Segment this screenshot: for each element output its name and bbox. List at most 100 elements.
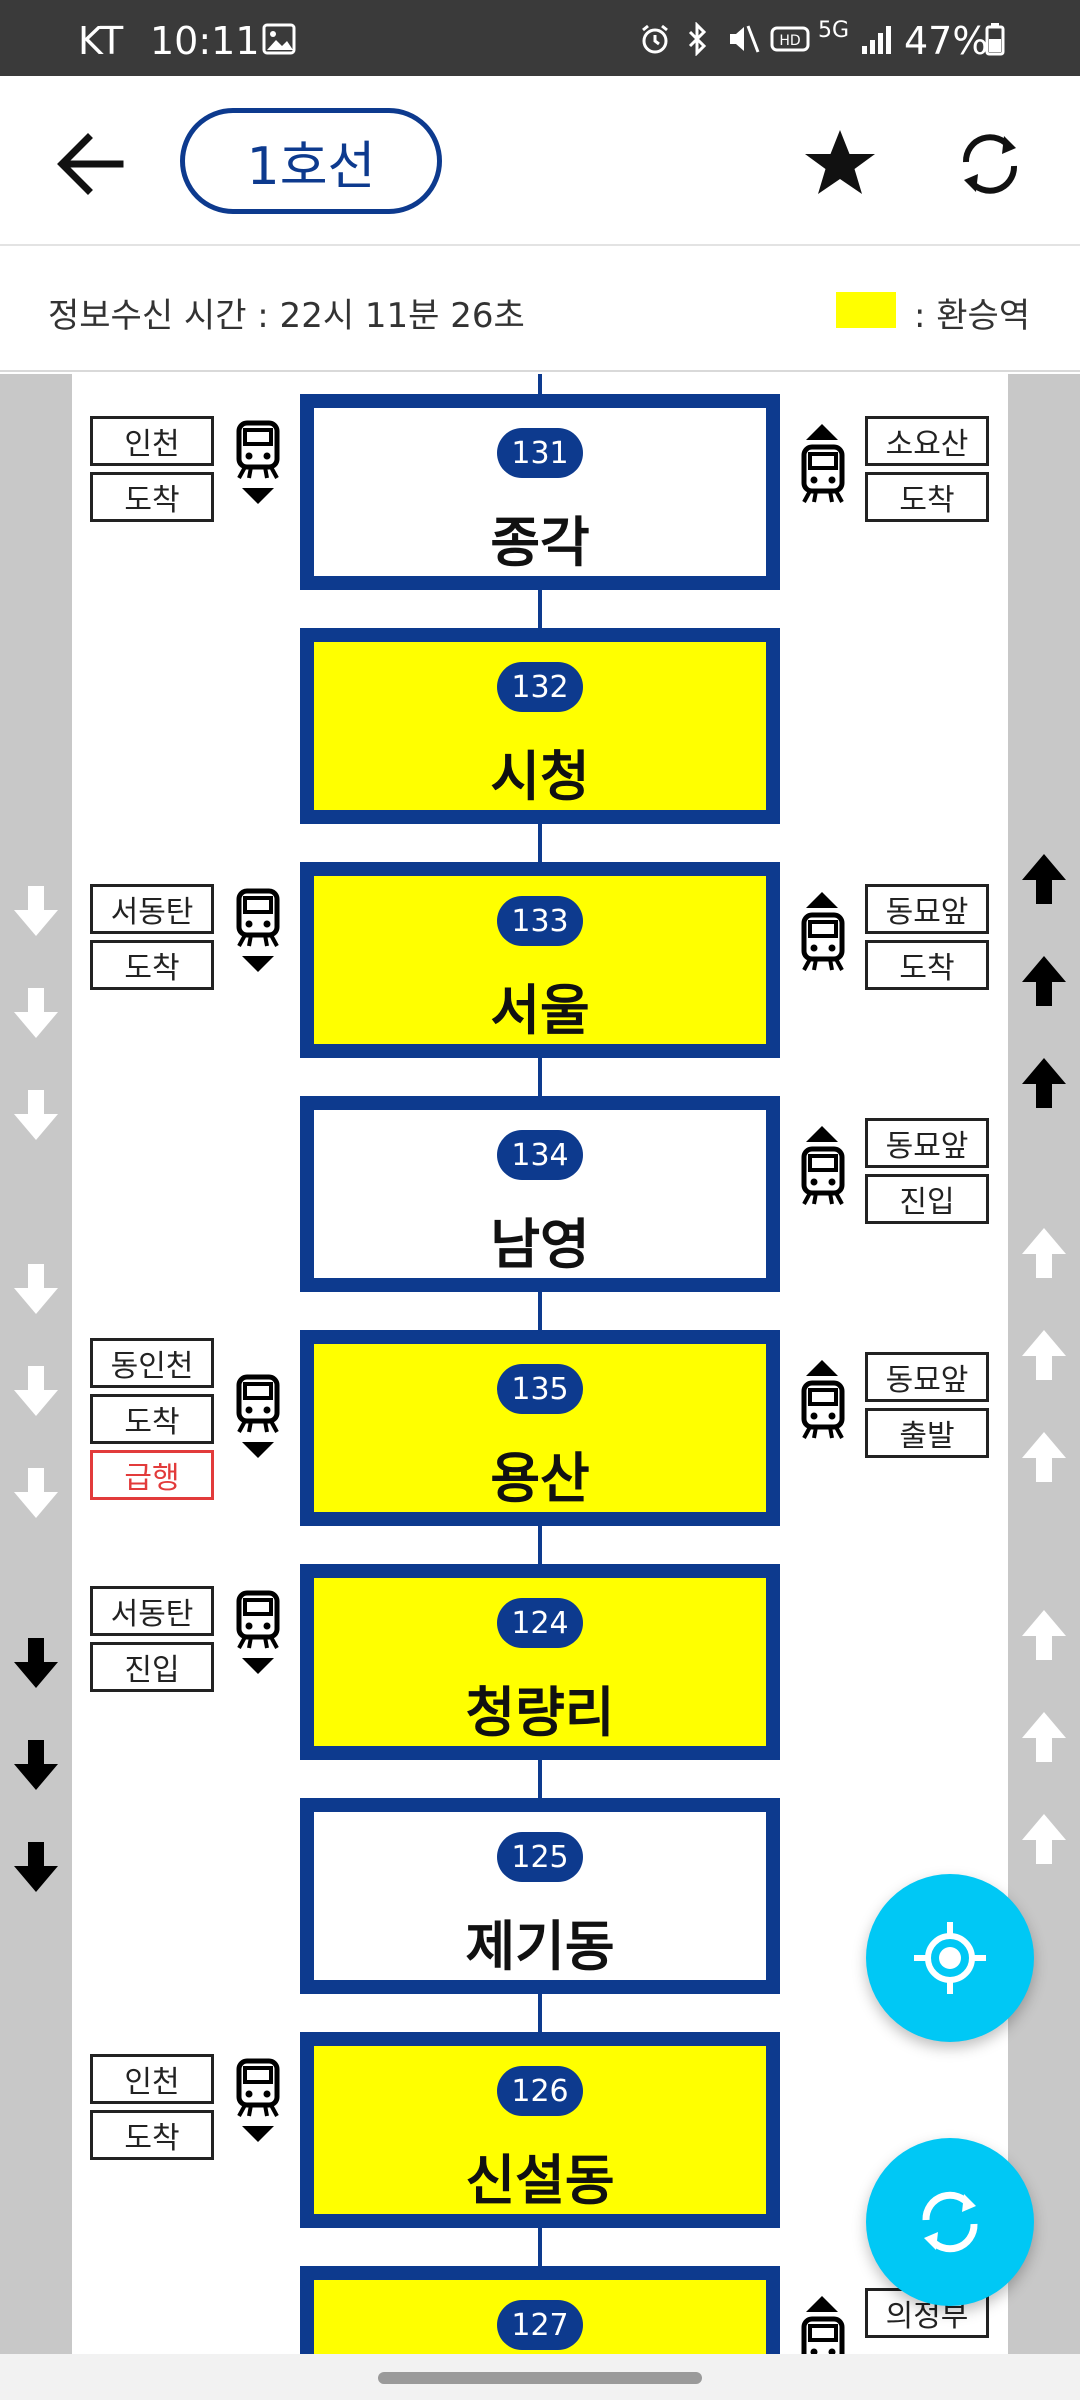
line-selector-button[interactable]: 1호선 (180, 108, 442, 214)
battery-percent: 47% (904, 19, 989, 63)
down-arrow-icon (14, 988, 58, 1038)
signal-icon (862, 26, 891, 54)
refresh-icon[interactable] (950, 124, 1030, 204)
bluetooth-icon (688, 22, 707, 56)
train-icon (801, 2316, 845, 2354)
train-icon (236, 2058, 280, 2117)
station-number-badge: 134 (497, 1130, 583, 1180)
up-direction-triangle (806, 892, 838, 908)
up-arrow-icon (1022, 1712, 1066, 1762)
carrier-label: KT (78, 19, 124, 63)
train-status-tag[interactable]: 도착 (90, 2110, 214, 2160)
down-arrow-icon (14, 1740, 58, 1790)
station-name: 남영 (490, 1213, 590, 1276)
transfer-legend-label: : 환승역 (914, 296, 1031, 336)
up-arrow-icon (1022, 1814, 1066, 1864)
battery-icon (985, 23, 1005, 56)
station-name: 종각 (490, 511, 590, 574)
station-name: 서울 (490, 979, 590, 1042)
down-track (0, 374, 72, 2354)
info-bar: 정보수신 시간 : 22시 11분 26초 : 환승역 (0, 248, 1080, 372)
gallery-icon (262, 23, 296, 55)
station-name: 시청 (490, 745, 590, 808)
down-direction-triangle (242, 2126, 274, 2142)
station-134[interactable]: 134 남영 (300, 1096, 780, 1292)
train-destination-tag[interactable]: 동묘앞 (865, 1118, 989, 1168)
station-135[interactable]: 135 용산 (300, 1330, 780, 1526)
up-arrow-icon (1022, 1228, 1066, 1278)
star-icon[interactable] (800, 124, 880, 204)
system-nav-bar (0, 2354, 1080, 2400)
received-time: 정보수신 시간 : 22시 11분 26초 (48, 296, 525, 336)
station-number-badge: 133 (497, 896, 583, 946)
train-status-tag[interactable]: 도착 (90, 940, 214, 990)
down-arrow-icon (14, 1366, 58, 1416)
train-status-tag[interactable]: 진입 (865, 1174, 989, 1224)
train-destination-tag[interactable]: 인천 (90, 2054, 214, 2104)
train-icon (801, 1146, 845, 1205)
down-arrow-icon (14, 1090, 58, 1140)
station-133[interactable]: 133 서울 (300, 862, 780, 1058)
train-icon (236, 888, 280, 947)
train-icon (801, 912, 845, 971)
station-name: 용산 (490, 1447, 590, 1510)
up-direction-triangle (806, 2296, 838, 2312)
train-destination-tag[interactable]: 동묘앞 (865, 884, 989, 934)
hd-icon: HD (770, 26, 810, 52)
train-destination-tag[interactable]: 소요산 (865, 416, 989, 466)
train-status-tag[interactable]: 진입 (90, 1642, 214, 1692)
refresh-icon (922, 2191, 978, 2253)
station-132[interactable]: 132 시청 (300, 628, 780, 824)
station-number-badge: 124 (497, 1598, 583, 1648)
train-destination-tag[interactable]: 서동탄 (90, 1586, 214, 1636)
status-bar: KT 10:11 HD 5G 47% (0, 0, 1080, 76)
down-direction-triangle (242, 488, 274, 504)
home-handle[interactable] (378, 2372, 702, 2384)
down-direction-triangle (242, 1442, 274, 1458)
station-number-badge: 131 (497, 428, 583, 478)
station-name: 신설동 (465, 2149, 615, 2212)
alarm-icon (642, 24, 668, 54)
up-arrow-icon (1022, 956, 1066, 1006)
station-number-badge: 125 (497, 1832, 583, 1882)
up-arrow-icon (1022, 1432, 1066, 1482)
svg-text:HD: HD (779, 33, 800, 49)
down-arrow-icon (14, 1638, 58, 1688)
station-number-badge: 135 (497, 1364, 583, 1414)
up-direction-triangle (806, 1126, 838, 1142)
mute-icon (730, 25, 760, 53)
train-status-tag[interactable]: 도착 (865, 472, 989, 522)
up-arrow-icon (1022, 1330, 1066, 1380)
up-direction-triangle (806, 1360, 838, 1376)
train-destination-tag[interactable]: 동인천 (90, 1338, 214, 1388)
station-127[interactable]: 127 (300, 2266, 780, 2354)
train-destination-tag[interactable]: 동묘앞 (865, 1352, 989, 1402)
locate-button[interactable] (866, 1874, 1034, 2042)
train-destination-tag[interactable]: 서동탄 (90, 884, 214, 934)
train-destination-tag[interactable]: 인천 (90, 416, 214, 466)
express-tag[interactable]: 급행 (90, 1450, 214, 1500)
station-131[interactable]: 131 종각 (300, 394, 780, 590)
back-arrow-icon[interactable] (50, 124, 130, 204)
app-header: 1호선 (0, 76, 1080, 246)
train-icon (236, 420, 280, 479)
train-status-tag[interactable]: 도착 (865, 940, 989, 990)
train-icon (236, 1374, 280, 1433)
train-icon (801, 444, 845, 503)
train-icon (236, 1590, 280, 1649)
up-arrow-icon (1022, 1058, 1066, 1108)
refresh-fab[interactable] (866, 2138, 1034, 2306)
station-number-badge: 127 (497, 2300, 583, 2350)
station-name: 청량리 (465, 1681, 615, 1744)
train-status-tag[interactable]: 도착 (90, 472, 214, 522)
train-icon (801, 1380, 845, 1439)
train-status-tag[interactable]: 도착 (90, 1394, 214, 1444)
station-number-badge: 132 (497, 662, 583, 712)
station-124[interactable]: 124 청량리 (300, 1564, 780, 1760)
train-status-tag[interactable]: 출발 (865, 1408, 989, 1458)
locate-icon (914, 1922, 986, 1994)
down-arrow-icon (14, 1842, 58, 1892)
